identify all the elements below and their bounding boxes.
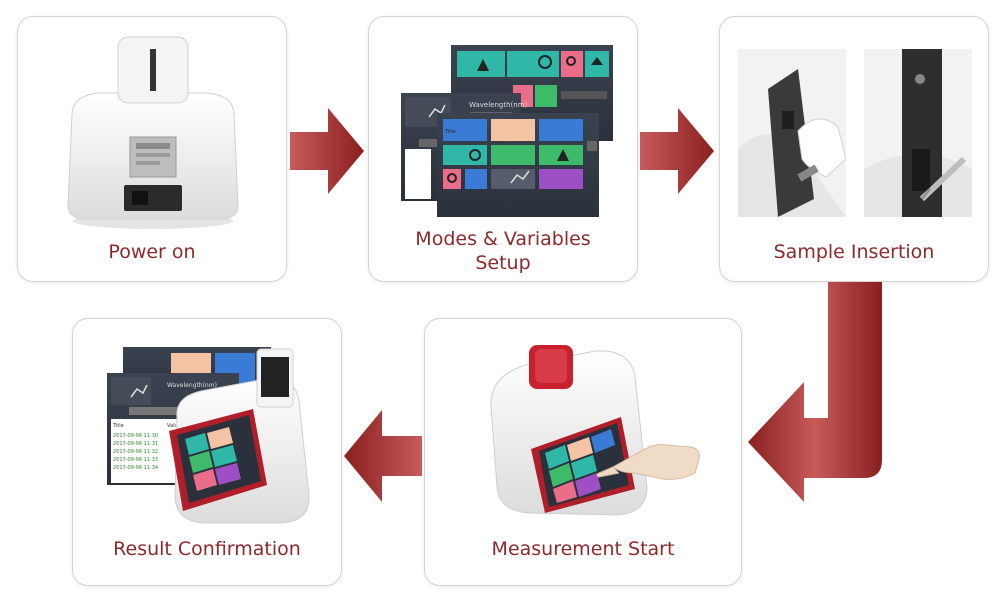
step-card-result-confirmation: Wavelength(nm) Title Value 2017-09-06 11… [72,318,342,586]
touchscreen-device-image [485,337,705,519]
step-label: Measurement Start [491,538,675,560]
result-wavelength-label: Wavelength(nm) [167,382,217,389]
arrow-down-left-icon [748,282,882,502]
arrow-right-icon [640,108,714,194]
log-row: 2017-09-06 11:30 [113,433,158,439]
log-row: 2017-09-06 11:33 [113,457,158,463]
step-card-power-on: Power on [17,16,287,282]
result-screens-image: Wavelength(nm) Title Value 2017-09-06 11… [105,345,325,531]
step-label: Result Confirmation [113,538,301,560]
log-header-value: Value [167,423,181,429]
log-row: 2017-09-06 11:31 [113,441,158,447]
software-screens-image: Wavelength(nm) Title [399,43,615,219]
step-card-sample-insertion: Sample Insertion [719,16,989,282]
arrow-right-icon [290,108,364,194]
step-label: Modes & Variables Setup [415,228,591,274]
title-label: Title [444,129,456,135]
log-header-title: Title [112,423,124,429]
wavelength-label: Wavelength(nm) [469,101,528,109]
step-label: Power on [108,241,196,263]
log-row: 2017-09-06 11:34 [113,465,158,471]
sample-insertion-photo-right [864,49,972,217]
step-card-measurement-start: Measurement Start [424,318,742,586]
log-row: 2017-09-06 11:32 [113,449,158,455]
step-label: Sample Insertion [773,241,935,263]
arrow-left-icon [344,410,422,502]
step-card-modes-setup: Wavelength(nm) Title Modes & Variables S… [368,16,638,282]
sample-insertion-photo-left [738,49,846,217]
device-front-image [60,35,246,231]
